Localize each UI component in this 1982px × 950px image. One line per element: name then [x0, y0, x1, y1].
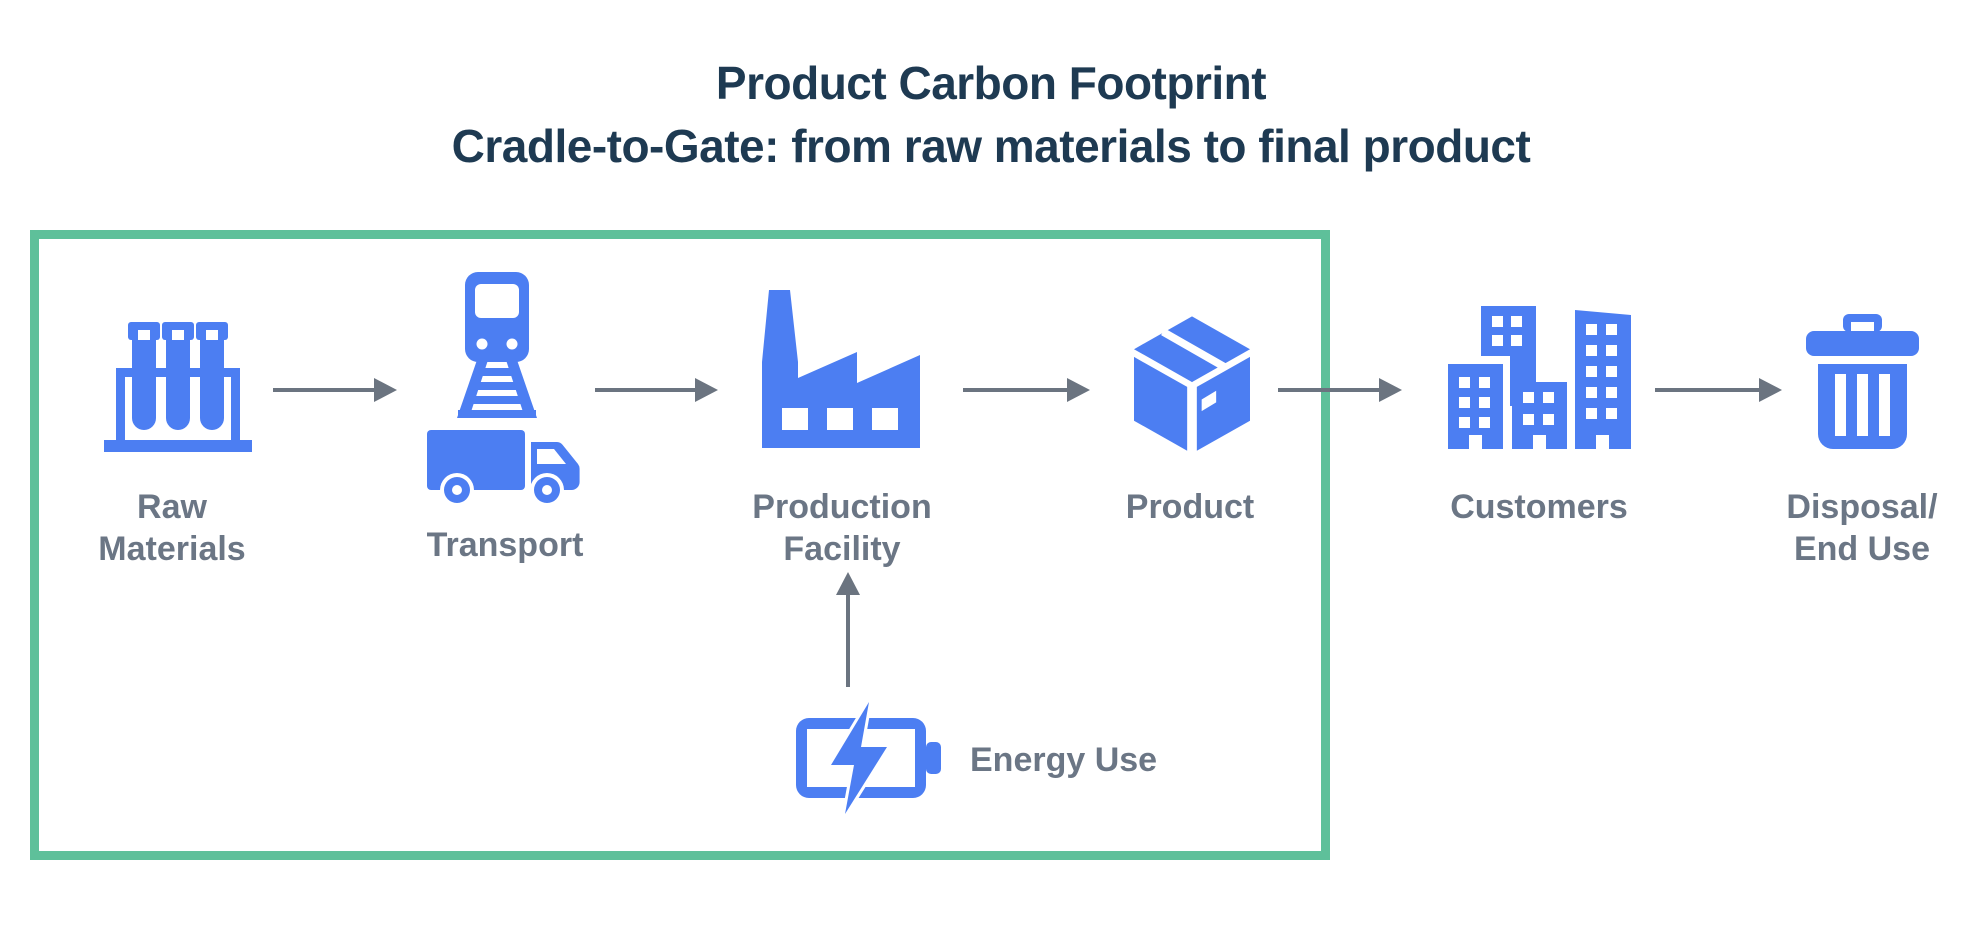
arrowhead-icon: [695, 378, 718, 402]
label-line: Disposal/: [1786, 488, 1938, 526]
factory-icon: [762, 290, 920, 448]
system-boundary-box: [30, 230, 1330, 860]
arrowhead-icon: [836, 572, 860, 595]
arrow-shaft: [1655, 388, 1762, 392]
label-line: Raw: [137, 488, 207, 526]
arrow-product-to-customers: [1278, 378, 1402, 402]
stage-label-transport: Transport: [375, 524, 635, 566]
arrow-transport-to-production: [595, 378, 718, 402]
arrow-shaft: [963, 388, 1070, 392]
label-line: Product: [1125, 488, 1255, 526]
arrow-customers-to-disposal: [1655, 378, 1782, 402]
battery-charging-icon: [796, 702, 944, 814]
label-line: Materials: [98, 530, 246, 568]
energy-use-label: Energy Use: [970, 741, 1158, 779]
arrow-production-to-product: [963, 378, 1090, 402]
label-line: Customers: [1450, 488, 1628, 526]
label-line: Facility: [783, 530, 901, 568]
trash-can-icon: [1806, 314, 1919, 449]
stage-label-raw-materials: Raw Materials: [42, 486, 302, 570]
label-line: Transport: [426, 526, 584, 564]
arrow-shaft: [1278, 388, 1382, 392]
label-line: Production: [752, 488, 932, 526]
stage-label-production-facility: Production Facility: [712, 486, 972, 570]
stage-label-disposal-end-use: Disposal/ End Use: [1732, 486, 1982, 570]
diagram-title-line2: Cradle-to-Gate: from raw materials to fi…: [451, 120, 1531, 172]
truck-icon: [427, 430, 581, 518]
arrowhead-icon: [1379, 378, 1402, 402]
diagram-title: Product Carbon Footprint Cradle-to-Gate:…: [0, 52, 1982, 178]
package-box-icon: [1134, 316, 1250, 452]
arrowhead-icon: [374, 378, 397, 402]
arrow-shaft: [595, 388, 698, 392]
arrow-shaft: [273, 388, 377, 392]
arrowhead-icon: [1067, 378, 1090, 402]
arrow-raw-to-transport: [273, 378, 397, 402]
arrow-energy-to-production: [836, 572, 860, 687]
stage-label-product: Product: [1060, 486, 1320, 528]
city-buildings-icon: [1448, 306, 1631, 449]
arrowhead-icon: [1759, 378, 1782, 402]
arrow-shaft: [846, 591, 850, 687]
diagram-title-line1: Product Carbon Footprint: [715, 57, 1267, 109]
stage-label-customers: Customers: [1409, 486, 1669, 528]
train-icon: [451, 272, 543, 418]
test-tubes-icon: [104, 322, 252, 452]
label-line: End Use: [1793, 530, 1931, 568]
